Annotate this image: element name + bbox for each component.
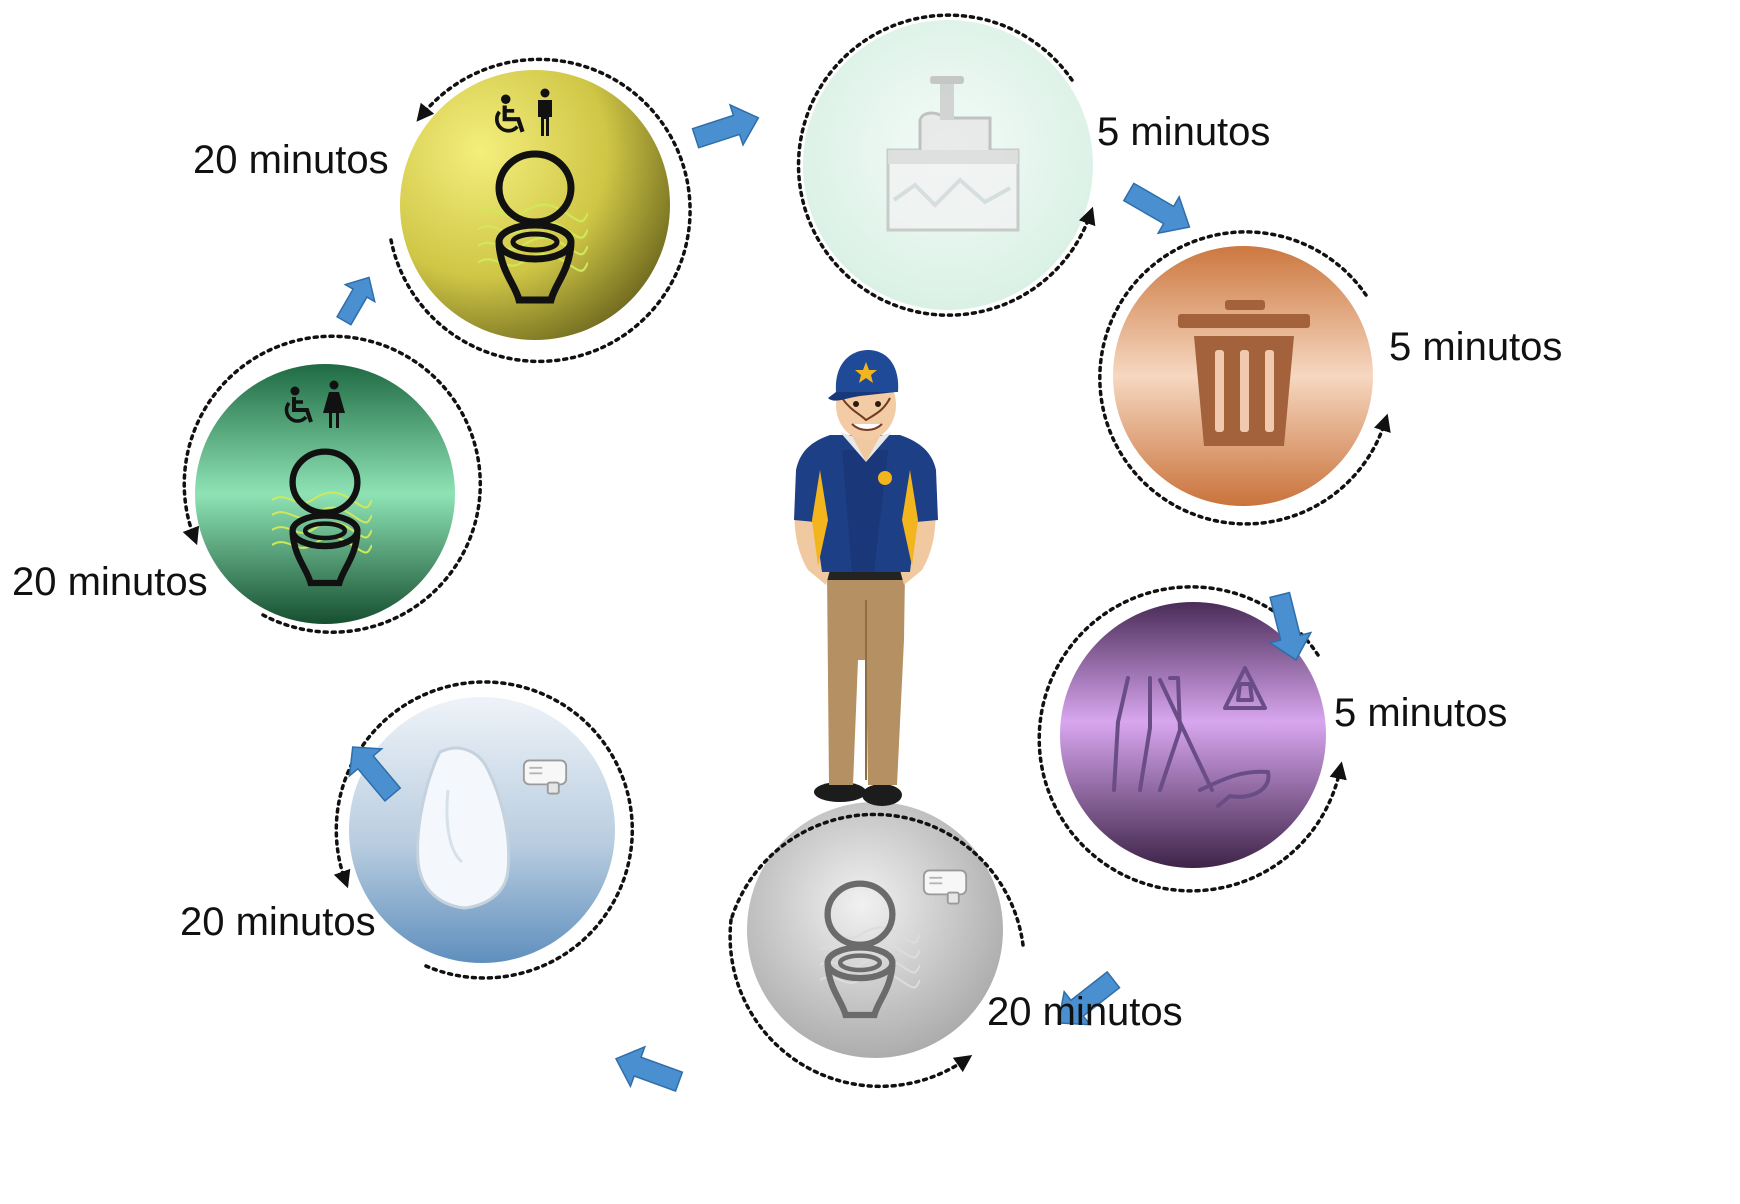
station-toilet-and-dryer	[728, 802, 1025, 1089]
trash-can-icon	[1178, 300, 1310, 446]
womens-restroom-cycle-arrow	[182, 334, 482, 634]
flow-arrow-mop-to-toilet	[1057, 970, 1121, 1026]
toilet-and-dryer-duration-label: 20 minutos	[987, 990, 1183, 1034]
mop-and-wet-floor-sign-icon	[1112, 666, 1271, 808]
toilet-and-dryer-circle	[747, 802, 1003, 1058]
floor-mopping-circle	[1060, 602, 1326, 868]
flow-arrow-toilet-to-urinal	[614, 1045, 684, 1092]
flow-arrow-ice-to-trash	[1122, 182, 1191, 235]
station-mens-restroom	[389, 57, 692, 364]
floor-mopping-duration-label: 5 minutos	[1334, 691, 1508, 735]
station-trash	[1098, 230, 1391, 526]
mens-restroom-cycle-arrow	[389, 57, 692, 364]
ice-machine-duration-label: 5 minutos	[1097, 110, 1271, 154]
station-urinal-and-dryer	[333, 680, 635, 980]
flow-arrows	[336, 103, 1313, 1092]
ice-machine-icon	[886, 76, 1020, 232]
flow-arrow-yellow-to-ice	[691, 103, 760, 149]
mens-restroom-duration-label: 20 minutos	[193, 138, 389, 182]
urinal-and-hand-dryer-icon	[416, 746, 568, 910]
flow-arrow-urinal-to-green	[348, 746, 402, 802]
trash-cycle-arrow	[1098, 230, 1391, 526]
flow-arrow-trash-to-mop	[1268, 591, 1313, 662]
flow-arrow-green-to-yellow	[336, 276, 376, 326]
urinal-and-dryer-duration-label: 20 minutos	[180, 900, 376, 944]
toilet-and-dryer-cycle-arrow-bottom	[728, 918, 973, 1089]
station-floor-mopping	[1037, 585, 1347, 893]
ice-machine-cycle-arrow	[796, 13, 1096, 317]
trash-duration-label: 5 minutos	[1389, 325, 1563, 369]
station-ice-machine	[796, 13, 1096, 317]
floor-mopping-cycle-arrow	[1037, 585, 1347, 893]
womens-restroom-duration-label: 20 minutos	[12, 560, 208, 604]
toilet-and-dryer-cycle-arrow-top	[729, 812, 1025, 947]
station-womens-restroom	[182, 334, 482, 634]
uniformed-worker-figure	[794, 350, 938, 806]
mens-restroom-circle	[400, 70, 670, 340]
